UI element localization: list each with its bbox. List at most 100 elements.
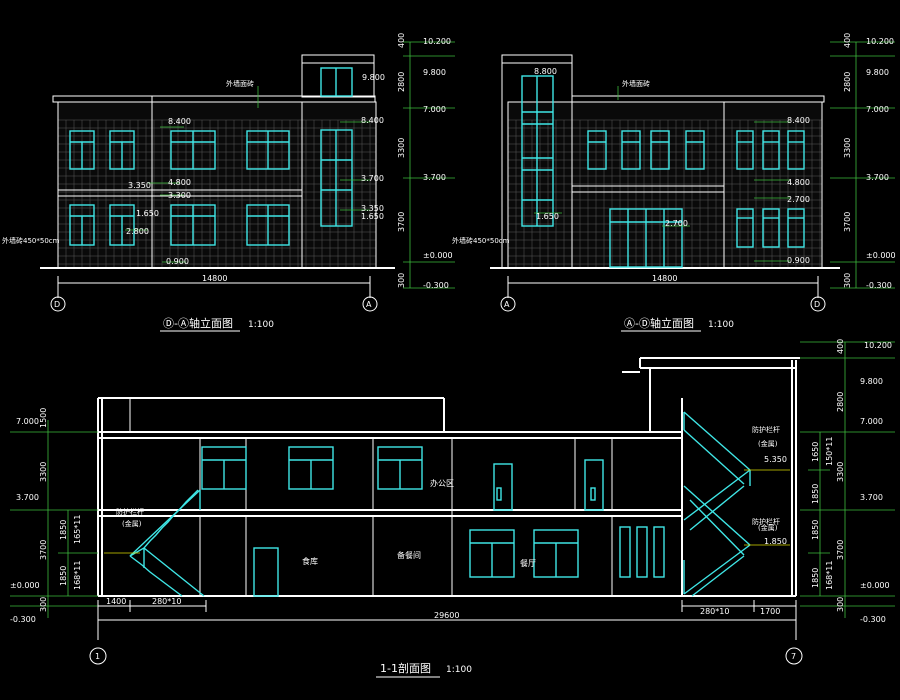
svg-text:165*11: 165*11 (73, 515, 82, 544)
svg-text:7.000: 7.000 (16, 417, 39, 426)
left-tile-note: 外墙砖450*50cm (2, 236, 60, 245)
svg-text:2800: 2800 (836, 392, 845, 412)
left-elevation: 外墙面砖 外墙砖450*50cm 9.800 8.400 4.800 3.350… (2, 54, 395, 332)
svg-text:3.700: 3.700 (860, 493, 883, 502)
svg-text:7.000: 7.000 (860, 417, 883, 426)
axis-7: 7 (791, 652, 796, 661)
svg-text:0.900: 0.900 (787, 256, 810, 265)
svg-text:400: 400 (836, 339, 845, 354)
right-elevation: 外墙面砖 外墙砖450*50cm 8.800 8.400 4.800 2.700… (452, 54, 840, 332)
svg-text:A: A (504, 300, 510, 309)
svg-text:10.200: 10.200 (423, 37, 451, 46)
svg-text:0.900: 0.900 (166, 257, 189, 266)
svg-text:280*10: 280*10 (700, 607, 729, 616)
svg-text:2.700: 2.700 (787, 195, 810, 204)
room-storage: 食库 (302, 556, 318, 566)
svg-text:3.350: 3.350 (128, 181, 151, 190)
right-tile-grid (507, 119, 822, 268)
svg-text:9.800: 9.800 (423, 68, 446, 77)
svg-text:1850: 1850 (811, 484, 820, 504)
svg-text:±0.000: ±0.000 (866, 251, 896, 260)
svg-text:1.650: 1.650 (361, 212, 384, 221)
svg-text:防护栏杆: 防护栏杆 (752, 517, 780, 526)
right-tile-note: 外墙砖450*50cm (452, 236, 510, 245)
right-windows (521, 75, 805, 268)
section-title: 1-1剖面图 (380, 661, 431, 675)
svg-text:1.650: 1.650 (536, 212, 559, 221)
svg-text:3.700: 3.700 (866, 173, 889, 182)
svg-text:1500: 1500 (39, 408, 48, 428)
svg-text:-0.300: -0.300 (10, 615, 36, 624)
svg-text:2800: 2800 (397, 72, 406, 92)
left-facade-tiles (58, 102, 376, 268)
right-stair (683, 411, 751, 597)
svg-text:300: 300 (39, 597, 48, 612)
svg-text:1850: 1850 (59, 520, 68, 540)
svg-text:1650: 1650 (811, 442, 820, 462)
svg-text:168*11: 168*11 (825, 561, 834, 590)
svg-text:9.800: 9.800 (866, 68, 889, 77)
left-elev-dims: 10.200 9.800 7.000 3.700 ±0.000 -0.300 4… (397, 33, 455, 290)
svg-text:300: 300 (843, 273, 852, 288)
room-dining: 餐厅 (520, 559, 536, 568)
svg-text:7.000: 7.000 (423, 105, 446, 114)
svg-text:1850: 1850 (811, 520, 820, 540)
svg-text:3700: 3700 (836, 540, 845, 560)
svg-text:9.800: 9.800 (362, 73, 385, 82)
svg-text:8.800: 8.800 (534, 67, 557, 76)
svg-text:14800: 14800 (652, 274, 677, 283)
svg-text:8.400: 8.400 (168, 117, 191, 126)
svg-text:(金属): (金属) (122, 519, 142, 528)
left-axis-a: A (366, 300, 372, 309)
svg-text:2800: 2800 (843, 72, 852, 92)
svg-text:防护栏杆: 防护栏杆 (752, 425, 780, 434)
svg-text:2.700: 2.700 (665, 219, 688, 228)
svg-text:2.800: 2.800 (126, 227, 149, 236)
svg-text:±0.000: ±0.000 (423, 251, 453, 260)
left-wall-note: 外墙面砖 (226, 79, 254, 88)
svg-text:1:100: 1:100 (248, 320, 274, 330)
svg-text:5.350: 5.350 (764, 455, 787, 464)
left-elev-title: Ⓓ-Ⓐ轴立面图 (163, 316, 233, 330)
svg-text:1850: 1850 (811, 568, 820, 588)
svg-text:-0.300: -0.300 (866, 281, 892, 290)
room-office: 办公区 (430, 478, 454, 488)
svg-text:168*11: 168*11 (73, 561, 82, 590)
right-elev-title: Ⓐ-Ⓓ轴立面图 (624, 316, 694, 330)
svg-text:1:100: 1:100 (708, 320, 734, 330)
svg-text:-0.300: -0.300 (860, 615, 886, 624)
svg-text:10.200: 10.200 (866, 37, 894, 46)
svg-text:3700: 3700 (843, 212, 852, 232)
svg-text:1400: 1400 (106, 597, 126, 606)
left-width-dim: 14800 (202, 274, 227, 283)
svg-text:3300: 3300 (836, 462, 845, 482)
svg-text:3.700: 3.700 (423, 173, 446, 182)
svg-text:1.850: 1.850 (764, 537, 787, 546)
svg-text:3700: 3700 (397, 212, 406, 232)
svg-text:(金属): (金属) (758, 439, 778, 448)
left-windows (69, 67, 353, 246)
svg-text:1850: 1850 (59, 566, 68, 586)
left-axis-d: D (54, 300, 60, 309)
svg-text:3.700: 3.700 (361, 174, 384, 183)
svg-text:4.800: 4.800 (168, 178, 191, 187)
svg-text:280*10: 280*10 (152, 597, 181, 606)
svg-text:7.000: 7.000 (866, 105, 889, 114)
svg-text:400: 400 (397, 33, 406, 48)
svg-text:D: D (814, 300, 820, 309)
svg-text:3300: 3300 (39, 462, 48, 482)
left-tile-grid (57, 119, 376, 268)
svg-text:(金属): (金属) (758, 523, 778, 532)
svg-text:400: 400 (843, 33, 852, 48)
left-stair (129, 489, 205, 597)
svg-text:3300: 3300 (397, 138, 406, 158)
svg-text:1700: 1700 (760, 607, 780, 616)
svg-text:8.400: 8.400 (787, 116, 810, 125)
svg-text:3.300: 3.300 (168, 191, 191, 200)
svg-text:±0.000: ±0.000 (10, 581, 40, 590)
svg-text:8.400: 8.400 (361, 116, 384, 125)
section-1-1: 办公区 食库 备餐间 餐厅 防护栏杆 (金属) 防护栏杆 (金属) 防护栏杆 (… (10, 339, 895, 678)
svg-text:10.200: 10.200 (864, 341, 892, 350)
svg-text:3.350: 3.350 (361, 204, 384, 213)
